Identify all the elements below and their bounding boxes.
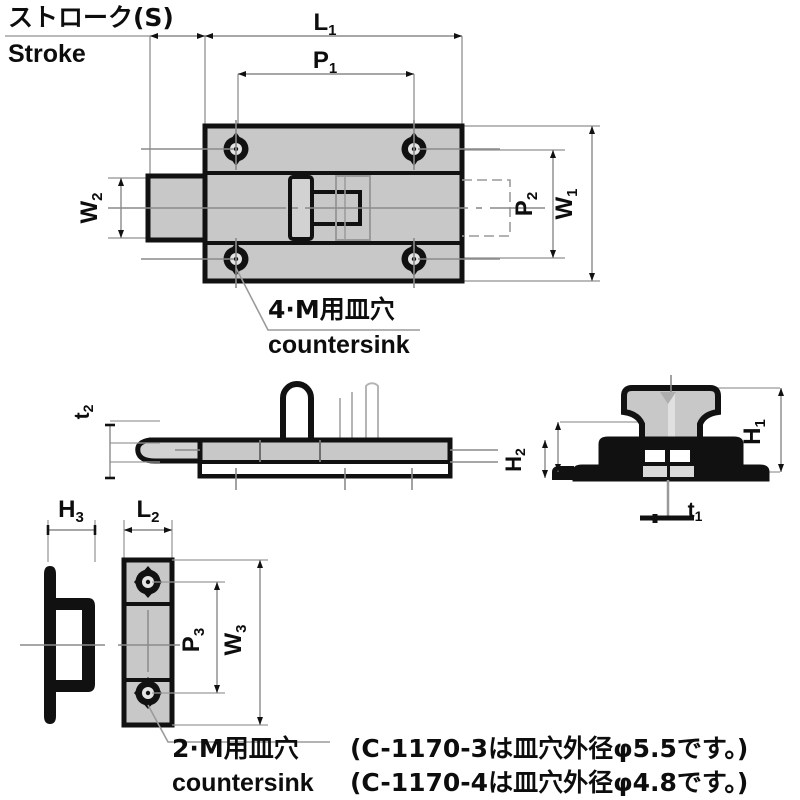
label-P2: P2 [511,192,541,216]
countersink-2-label-jp: 2·M用皿穴 [172,734,299,763]
strike-profile-group: H3 [20,496,105,724]
strike-plan-group: L2 [118,496,330,797]
dimension-t2: t2 [71,404,160,480]
top-view-centerline [108,120,545,288]
section-view-group: t1 H1 [552,375,784,524]
bottom-notes-group: (C-1170-3は皿穴外径φ5.5です。) (C-1170-4は皿穴外径φ4.… [350,734,748,797]
dimension-L1: L1 [205,9,462,39]
label-W2: W2 [76,193,106,224]
side-view-group: t2 H2 [71,381,548,490]
label-t2: t2 [71,404,96,419]
section-knob-highlight [660,392,676,444]
stroke-label-en: Stroke [8,40,86,68]
dimension-H1: H1 [739,388,784,472]
label-W3: W3 [220,625,250,656]
section-screw [640,480,694,523]
top-view-group: L1 ストローク(S) Stroke P1 [5,3,600,359]
dimension-L2: L2 [123,496,173,560]
label-P1: P1 [313,47,337,77]
note-line-2: (C-1170-4は皿穴外径φ4.8です。) [350,768,748,797]
strike-countersink-group [134,566,162,709]
dimension-W1: W1 [551,126,595,281]
label-P3: P3 [178,628,208,652]
label-W1: W1 [551,189,581,220]
countersink-4-label-jp: 4·M用皿穴 [268,295,395,324]
strike-countersink-bottom [134,677,162,709]
label-H1: H1 [739,419,769,445]
dimension-W2: W2 [76,178,124,238]
side-view-bolt-tip [135,437,203,464]
label-L1: L1 [313,9,336,39]
strike-plan-extension-lines [152,559,268,726]
label-H3: H3 [58,496,84,526]
side-view-centerlines [175,449,498,490]
note-line-1: (C-1170-3は皿穴外径φ5.5です。) [350,734,748,763]
section-voids [643,450,694,477]
dimension-P2: P2 [511,150,556,258]
countersink-leader-top [235,267,420,331]
countersink-4-label-en: countersink [268,331,410,359]
countersink-2-label-en: countersink [172,769,314,797]
stroke-label-jp: ストローク(S) [8,3,174,32]
dimension-H2: H2 [501,440,548,478]
side-view-base-plate [198,460,452,478]
side-view-divisions [259,440,321,462]
strike-countersink-top [134,566,162,598]
label-L2: L2 [136,496,159,526]
dimension-t1: t1 [688,499,703,524]
strike-plan-centerlines [118,610,180,672]
section-base-wing-left [552,466,574,480]
dimension-P3: P3 [178,582,220,693]
dimension-P1: P1 [238,47,414,77]
side-view-phantom-lines [339,382,379,440]
side-view-knob-stem [280,381,314,445]
dimension-H3: H3 [46,496,97,562]
dimension-W3: W3 [220,560,263,725]
label-H2: H2 [501,448,528,472]
countersink-leader-bottom [147,704,330,743]
label-t1: t1 [688,499,703,524]
